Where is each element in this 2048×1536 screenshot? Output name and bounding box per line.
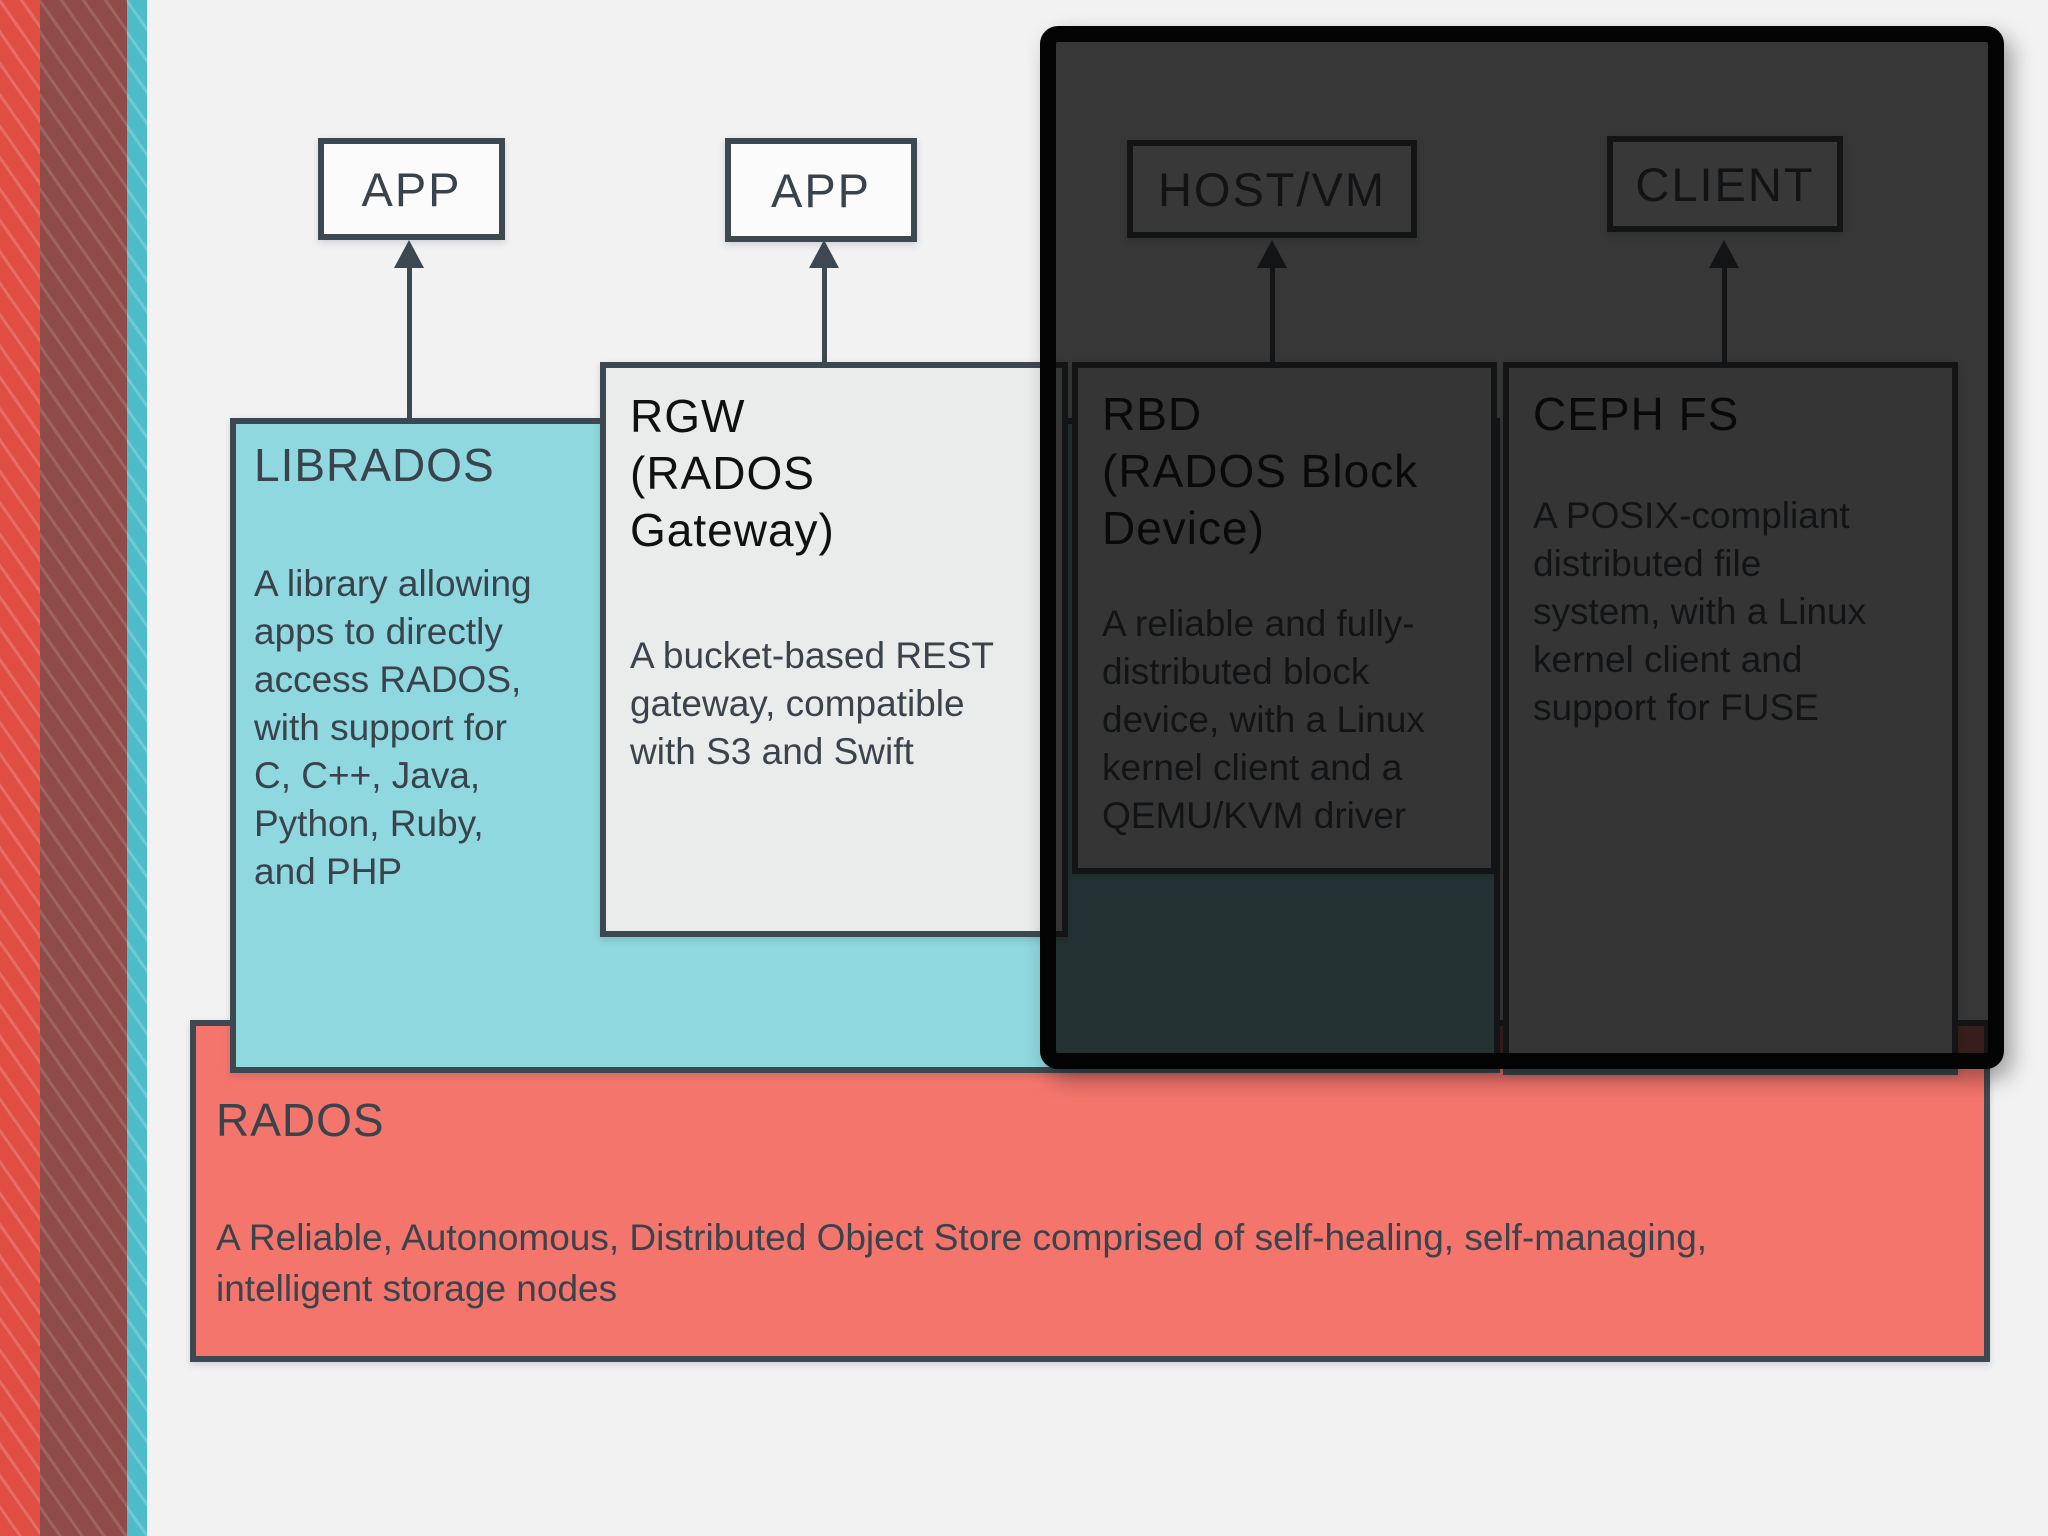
arrow-librados-to-app-head <box>394 240 424 268</box>
edge-stripe-red <box>0 0 40 1536</box>
rgw-description: A bucket-based REST gateway, compatible … <box>630 635 995 772</box>
rados-box: RADOS A Reliable, Autonomous, Distribute… <box>190 1020 1990 1362</box>
app-box-2: APP <box>725 138 917 242</box>
edge-stripe-teal <box>127 0 147 1536</box>
rados-description: A Reliable, Autonomous, Distributed Obje… <box>216 1217 1708 1309</box>
arrow-rgw-to-app-head <box>809 240 839 268</box>
app-box-2-label: APP <box>770 163 872 217</box>
rados-title: RADOS <box>216 1094 385 1146</box>
rgw-box: RGW (RADOS Gateway) A bucket-based REST … <box>600 362 1068 937</box>
arrow-rgw-to-app-line <box>822 260 827 362</box>
rgw-title: RGW (RADOS Gateway) <box>630 390 835 556</box>
librados-title: LIBRADOS <box>254 439 495 491</box>
edge-stripe-maroon <box>40 0 127 1536</box>
app-box-1-label: APP <box>361 162 462 216</box>
librados-description: A library allowing apps to directly acce… <box>254 563 532 892</box>
app-box-1: APP <box>318 138 505 240</box>
dim-highlight-overlay <box>1040 26 2004 1069</box>
arrow-librados-to-app-line <box>407 260 412 418</box>
